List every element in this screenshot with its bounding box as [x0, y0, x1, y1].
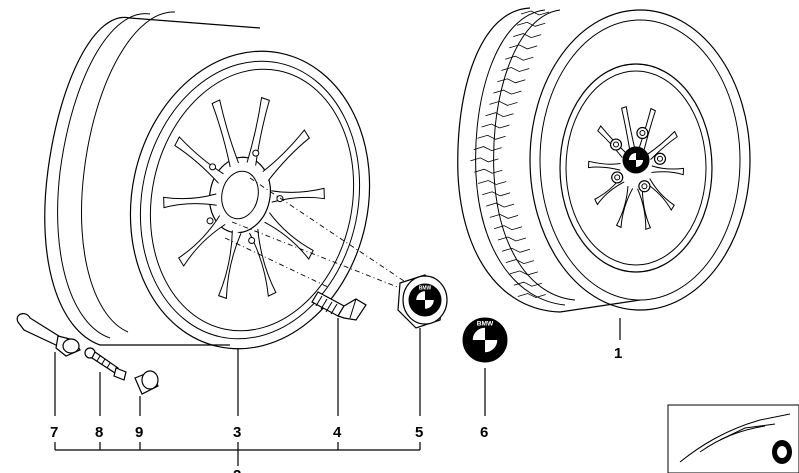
bolt-hole — [252, 149, 260, 157]
roundel-quadrant — [636, 152, 644, 160]
callout-2: 2 — [233, 467, 241, 473]
tread-mark — [489, 213, 519, 219]
tread-mark — [509, 44, 538, 50]
roundel-quadrant — [425, 290, 435, 300]
valve-stem — [16, 313, 81, 357]
roundel-lettering: BMW — [477, 320, 494, 327]
lug-bolt — [653, 152, 667, 165]
roundel-lettering: BMW — [419, 285, 432, 291]
bolt-hole — [276, 195, 284, 203]
tread-mark — [473, 146, 502, 152]
bolt-hole — [248, 236, 256, 244]
tread-mark — [485, 112, 514, 118]
tread-mark — [505, 259, 535, 265]
spoke — [615, 185, 634, 229]
callout-labels: 1 2 3 4 5 6 7 8 9 — [50, 345, 622, 473]
tread-mark — [517, 293, 546, 298]
tread-mark — [481, 123, 510, 129]
rim-bolt-holes — [206, 149, 284, 244]
roundel-quadrant — [415, 300, 425, 310]
rim-spokes — [163, 96, 325, 300]
tread-mark — [509, 270, 538, 276]
spoke — [246, 96, 270, 166]
tread-mark — [477, 134, 506, 140]
callout-7: 7 — [50, 424, 58, 441]
valve-core — [84, 347, 127, 381]
spoke — [264, 212, 314, 260]
callout-3: 3 — [233, 424, 241, 441]
hub-cap: BMW — [397, 274, 448, 329]
lug-bolt — [638, 180, 651, 193]
spoke — [249, 228, 277, 297]
tire-lug-bolts — [609, 126, 667, 193]
tread-mark — [513, 33, 542, 39]
spoke — [651, 165, 685, 176]
tread-mark — [486, 202, 515, 208]
tread-mark — [505, 55, 534, 61]
spoke — [647, 130, 678, 160]
spoke — [211, 99, 239, 168]
valve-cap — [134, 370, 159, 395]
tread-mark — [497, 236, 527, 242]
tread-mark — [474, 168, 503, 174]
lug-bolt — [636, 126, 649, 140]
leader-lines — [54, 318, 621, 466]
tread-mark — [489, 100, 518, 106]
tread-mark — [493, 225, 523, 231]
tread-mark — [501, 247, 531, 253]
tread-mark — [501, 67, 530, 72]
alloy-rim — [44, 11, 371, 350]
tread-mark — [520, 10, 550, 16]
tread-mark — [517, 21, 546, 27]
callout-8: 8 — [95, 424, 103, 441]
lug-bolt — [611, 171, 624, 184]
callout-1: 1 — [614, 345, 622, 362]
callout-4: 4 — [333, 424, 342, 441]
tread-mark — [478, 180, 507, 185]
spoke — [163, 193, 217, 209]
vehicle-thumbnail — [667, 404, 799, 473]
spoke — [271, 187, 325, 203]
callout-5: 5 — [415, 424, 423, 441]
lug-bolt — [609, 138, 623, 151]
assembly-axes — [224, 177, 411, 289]
tire-center-emblem — [622, 146, 650, 174]
spoke — [637, 187, 652, 231]
callout-6: 6 — [480, 424, 488, 441]
roundel-quadrant — [485, 327, 498, 340]
wheel-bolt — [311, 291, 367, 321]
spoke — [587, 160, 621, 171]
spoke — [262, 129, 310, 181]
spoke — [621, 105, 635, 149]
tread-mark — [470, 157, 499, 163]
spoke — [177, 215, 226, 267]
bolt-hole — [206, 217, 214, 225]
tread-mark — [513, 281, 542, 287]
tread-mark — [497, 78, 526, 84]
roundel-quadrant — [628, 160, 636, 168]
bolt-hole — [209, 163, 217, 171]
tread-mark — [482, 191, 511, 197]
spoke — [646, 178, 675, 212]
spoke — [217, 230, 242, 300]
tire-tread — [470, 10, 550, 298]
tread-mark — [493, 89, 522, 95]
emblem: BMW — [462, 317, 508, 363]
callout-9: 9 — [135, 424, 143, 441]
tire-assembly — [457, 7, 751, 313]
spoke — [174, 136, 224, 184]
roundel-quadrant — [472, 340, 485, 353]
